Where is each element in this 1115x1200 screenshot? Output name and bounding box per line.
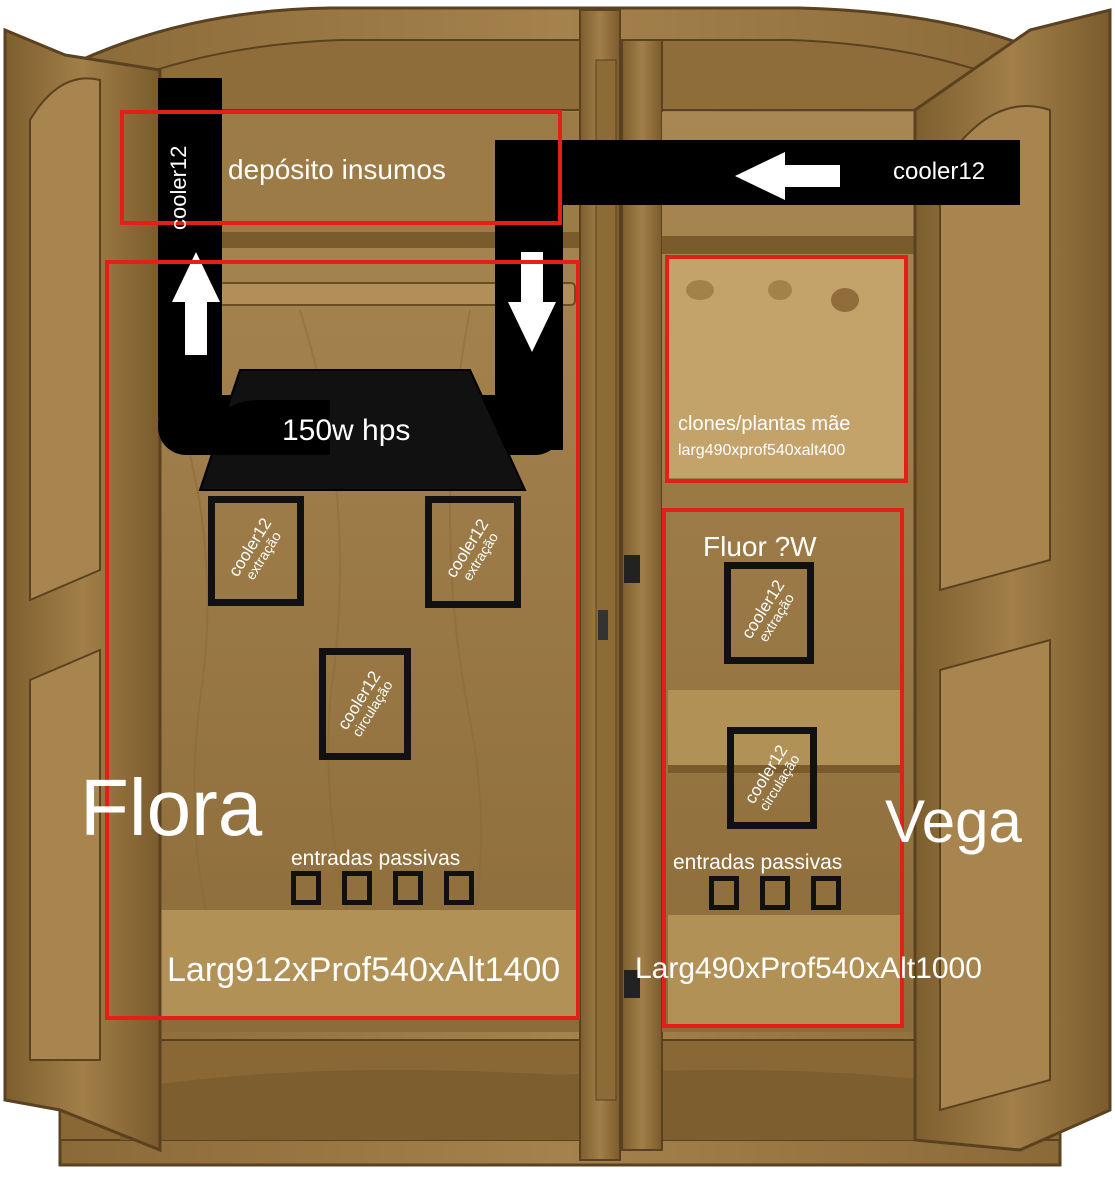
flora-fan-extraction-2: cooler12 extração bbox=[425, 496, 521, 608]
passive-vent-icon bbox=[444, 871, 474, 905]
intake-fan-label: cooler12 bbox=[893, 158, 986, 185]
flora-fan-circulation: cooler12 circulação bbox=[319, 648, 411, 760]
arrow-left-icon bbox=[735, 152, 840, 200]
passive-vent-icon bbox=[760, 876, 790, 910]
passive-vent-icon bbox=[811, 876, 841, 910]
right-door bbox=[913, 8, 1112, 1152]
vega-title: Vega bbox=[885, 788, 1022, 855]
storage-label: depósito insumos bbox=[228, 154, 446, 185]
airflow-arrows bbox=[172, 152, 840, 355]
flora-passive-label: entradas passivas bbox=[291, 847, 461, 870]
fan-icon: cooler12 extração bbox=[224, 514, 285, 583]
arrow-down-icon bbox=[508, 252, 556, 352]
passive-vent-icon bbox=[342, 871, 372, 905]
lamp-label: 150w hps bbox=[282, 414, 411, 447]
clones-zone-outline bbox=[665, 255, 908, 483]
vega-fan-circulation: cooler12 circulação bbox=[727, 727, 817, 829]
fan-icon: cooler12 circulação bbox=[740, 741, 803, 814]
passive-vent-icon bbox=[291, 871, 321, 905]
fan-icon: cooler12 circulação bbox=[333, 667, 396, 740]
center-doors bbox=[579, 9, 663, 1161]
vega-passive-label: entradas passivas bbox=[673, 851, 843, 874]
vertical-fan-label: cooler12 bbox=[166, 145, 191, 230]
storage-zone-outline bbox=[120, 110, 562, 225]
left-door bbox=[3, 27, 162, 1153]
vega-light-label: Fluor ?W bbox=[703, 531, 817, 562]
flora-zone-outline bbox=[105, 260, 580, 1020]
fan-icon: cooler12 extração bbox=[737, 576, 798, 645]
flora-dimensions: Larg912xProf540xAlt1400 bbox=[167, 951, 561, 989]
passive-vent-icon bbox=[709, 876, 739, 910]
flora-fan-extraction-1: cooler12 extração bbox=[208, 496, 304, 606]
clones-dimensions: larg490xprof540xalt400 bbox=[678, 442, 846, 459]
flora-title: Flora bbox=[80, 763, 263, 852]
vega-zone-outline bbox=[662, 508, 904, 1028]
clones-label: clones/plantas mãe bbox=[678, 413, 851, 435]
vega-dimensions: Larg490xProf540xAlt1000 bbox=[635, 952, 982, 985]
fan-icon: cooler12 extração bbox=[441, 515, 502, 584]
passive-vent-icon bbox=[393, 871, 423, 905]
arrow-up-icon bbox=[172, 252, 220, 355]
vega-fan-extraction: cooler12 extração bbox=[724, 562, 814, 664]
